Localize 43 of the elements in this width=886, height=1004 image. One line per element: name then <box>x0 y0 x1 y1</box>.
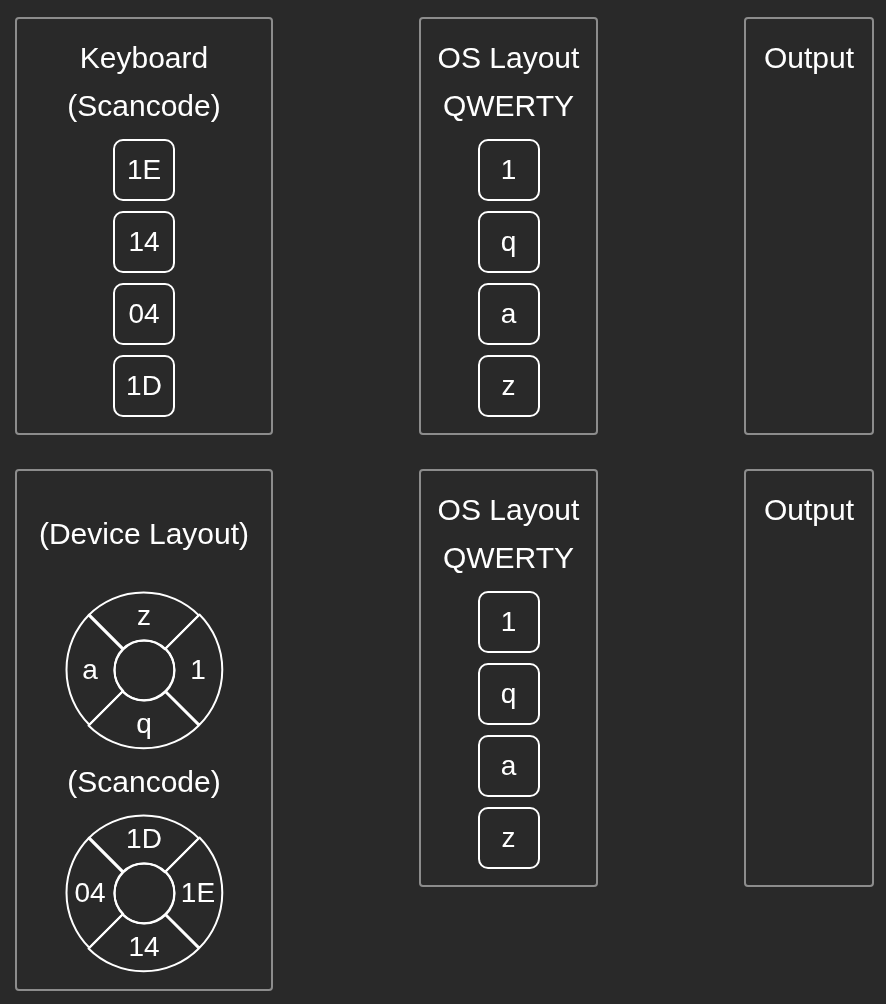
sector-label: 1D <box>126 823 162 855</box>
key: q <box>477 663 540 725</box>
panel-title: Keyboard (Scancode) <box>66 40 222 124</box>
panel-title: OS Layout QWERTY <box>436 40 581 124</box>
key: z <box>477 355 540 417</box>
ring-sector <box>87 813 201 874</box>
panel <box>15 17 273 435</box>
ring-sector <box>87 689 201 750</box>
sector-label: 04 <box>74 877 106 909</box>
key: a <box>477 283 540 345</box>
ring-sector <box>163 836 224 950</box>
section-label: (Scancode) <box>67 764 221 800</box>
sector-label: 1E <box>180 877 216 909</box>
ring-sector <box>87 590 201 651</box>
ring-sector <box>87 912 201 973</box>
panel-title: (Device Layout) <box>38 516 250 552</box>
sector-label: 1 <box>190 654 206 686</box>
ring-sector <box>64 836 125 950</box>
center-circle <box>112 861 176 925</box>
ring-sector <box>163 613 224 727</box>
sector-label: z <box>137 600 151 632</box>
center-circle <box>112 638 176 702</box>
key: 1 <box>477 591 540 653</box>
sector-label: q <box>136 708 152 740</box>
key: 1E <box>113 139 175 201</box>
key: 14 <box>113 211 175 273</box>
panel <box>744 17 874 435</box>
key: a <box>477 735 540 797</box>
panel <box>744 469 874 887</box>
key: q <box>477 211 540 273</box>
key: 1D <box>113 355 175 417</box>
panel <box>15 469 273 991</box>
key: z <box>477 807 540 869</box>
ring-sector <box>64 613 125 727</box>
key: 04 <box>113 283 175 345</box>
key: 1 <box>477 139 540 201</box>
panel <box>419 17 598 435</box>
panel-title: Output <box>762 40 856 76</box>
panel <box>419 469 598 887</box>
panel-title: Output <box>762 492 856 528</box>
sector-label: a <box>82 654 98 686</box>
sector-label: 14 <box>128 931 160 963</box>
panel-title: OS Layout QWERTY <box>436 492 581 576</box>
